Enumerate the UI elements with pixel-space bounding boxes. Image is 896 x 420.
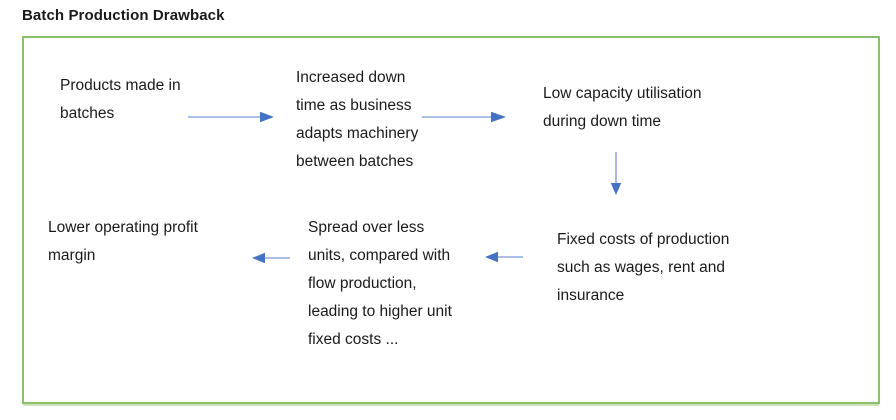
node-lower-operating-profit-margin: Lower operating profit margin — [48, 219, 198, 264]
node-spread-over-less-units: Spread over less units, compared with fl… — [308, 219, 452, 348]
node-fixed-costs: Fixed costs of production such as wages,… — [557, 231, 730, 304]
diagram-frame — [22, 36, 880, 404]
node-increased-down-time: Increased down time as business adapts m… — [296, 69, 419, 170]
fixedcosts-to-spread-arrow — [485, 251, 523, 263]
node-low-capacity-utilisation: Low capacity utilisation during down tim… — [543, 85, 702, 130]
spread-to-margin-arrow — [252, 252, 290, 264]
lowcapacity-to-fixedcosts-arrow — [610, 152, 622, 195]
page-title: Batch Production Drawback — [22, 7, 225, 24]
downtime-to-lowcapacity-arrow — [422, 111, 506, 123]
products-to-downtime-arrow — [188, 111, 274, 123]
node-products-made-in-batches: Products made in batches — [60, 77, 181, 122]
